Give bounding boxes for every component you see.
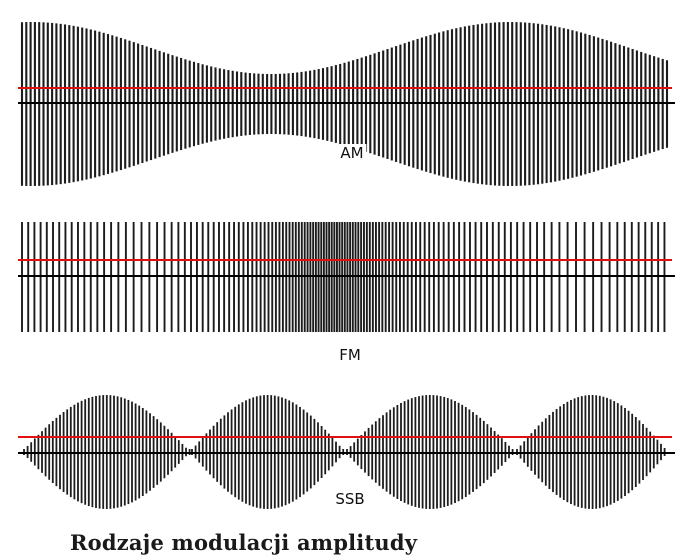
ssb-carrier-line	[263, 395, 265, 509]
am-carrier-line	[575, 31, 578, 177]
am-carrier-line	[343, 62, 346, 146]
am-carrier-line	[68, 25, 71, 183]
caption: Rodzaje modulacji amplitudy	[70, 530, 418, 555]
am-carrier-line	[554, 26, 557, 182]
am-carrier-line	[274, 73, 277, 135]
am-carrier-line	[304, 71, 307, 137]
ssb-carrier-line	[562, 403, 565, 501]
ssb-carrier-line	[548, 415, 551, 489]
am-carrier-line	[171, 55, 174, 153]
ssb-carrier-line	[273, 395, 276, 509]
am-carrier-line	[296, 72, 299, 136]
am-carrier-line	[119, 37, 122, 171]
am-carrier-line	[519, 22, 522, 186]
am-carrier-line	[124, 39, 127, 169]
am-carrier-line	[201, 64, 204, 144]
am-carrier-line	[536, 23, 540, 185]
am-carrier-line	[373, 53, 376, 155]
ssb-carrier-line	[324, 429, 327, 475]
am-carrier-line	[584, 33, 587, 175]
am-carrier-line	[360, 57, 363, 151]
ssb-carrier-line	[194, 445, 197, 459]
am-carrier-line	[446, 30, 449, 178]
am-carrier-line	[442, 31, 445, 177]
am-label: AM	[337, 144, 367, 162]
ssb-carrier-line	[410, 398, 413, 506]
am-carrier-line	[167, 53, 170, 155]
ssb-carrier-line	[212, 425, 215, 479]
am-carrier-line	[648, 54, 651, 154]
am-carrier-line	[395, 46, 398, 162]
ssb-carrier-line	[418, 396, 420, 508]
ssb-carrier-line	[281, 397, 283, 507]
ssb-carrier-line	[631, 413, 634, 491]
ssb-carrier-line	[216, 422, 219, 482]
am-carrier-line	[416, 38, 419, 170]
ssb-carrier-line	[219, 418, 222, 486]
am-carrier-line	[356, 58, 359, 150]
am-carrier-line	[291, 72, 294, 136]
ssb-carrier-line	[284, 398, 287, 506]
am-carrier-line	[214, 67, 217, 141]
ssb-carrier-line	[541, 421, 544, 483]
am-carrier-line	[184, 59, 187, 149]
ssb-carrier-line	[44, 427, 47, 477]
am-carrier-line	[205, 65, 208, 143]
am-carrier-line	[180, 57, 183, 151]
ssb-label: SSB	[332, 490, 368, 508]
am-carrier-line	[244, 72, 247, 136]
ssb-carrier-line	[95, 395, 97, 508]
am-carrier-line	[588, 34, 591, 174]
ssb-carrier-line	[508, 445, 510, 459]
ssb-carrier-line	[109, 395, 112, 509]
ssb-carrier-line	[407, 399, 410, 505]
ssb-carrier-line	[163, 425, 166, 479]
am-carrier-line	[567, 29, 570, 179]
ssb-carrier-line	[91, 396, 94, 508]
am-carrier-line	[545, 24, 548, 184]
ssb-carrier-line	[237, 404, 240, 500]
ssb-carrier-line	[389, 409, 392, 495]
ssb-carrier-line	[87, 397, 90, 507]
am-carrier-line	[81, 27, 84, 181]
am-carrier-line	[481, 23, 484, 185]
ssb-carrier-line	[468, 409, 471, 495]
ssb-carrier-line	[627, 410, 630, 494]
ssb-carrier-line	[606, 397, 608, 507]
ssb-carrier-line	[198, 441, 201, 463]
am-carrier-line	[627, 47, 630, 161]
fm-label: FM	[336, 346, 364, 364]
am-carrier-line	[364, 56, 368, 152]
ssb-carrier-line	[534, 429, 536, 475]
ssb-carrier-line	[396, 405, 399, 499]
am-carrier-line	[403, 43, 406, 165]
am-carrier-line	[261, 73, 264, 135]
ssb-carrier-line	[663, 448, 666, 456]
ssb-carrier-line	[288, 400, 291, 504]
am-carrier-line	[223, 69, 226, 139]
am-carrier-line	[20, 22, 24, 186]
ssb-carrier-line	[500, 438, 503, 466]
ssb-carrier-line	[652, 435, 655, 469]
am-carrier-line	[175, 56, 178, 152]
ssb-carrier-line	[602, 396, 605, 508]
am-carrier-line	[665, 60, 669, 148]
ssb-carrier-line	[234, 406, 237, 498]
am-carrier-line	[610, 41, 613, 167]
ssb-carrier-line	[403, 401, 406, 503]
am-carrier-line	[399, 44, 402, 164]
am-carrier-line	[235, 71, 239, 137]
ssb-carrier-line	[591, 395, 594, 509]
am-carrier-line	[162, 52, 165, 156]
ssb-carrier-line	[338, 445, 341, 459]
am-carrier-line	[287, 73, 290, 135]
